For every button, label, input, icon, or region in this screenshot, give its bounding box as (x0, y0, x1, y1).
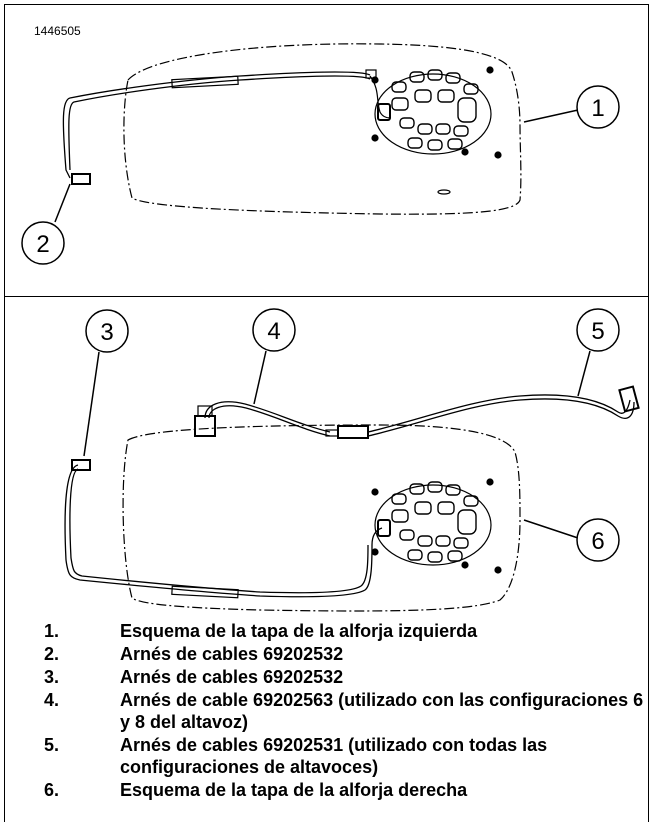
figure-id: 1446505 (34, 24, 81, 38)
legend: 1. Esquema de la tapa de la alforja izqu… (44, 620, 644, 802)
legend-number: 4. (44, 690, 60, 710)
callout-3 (83, 309, 129, 457)
figure-frame (4, 4, 649, 822)
legend-item: 3. Arnés de cables 69202532 (44, 666, 644, 688)
callout-4-label: 4 (267, 318, 280, 345)
callout-3-label: 3 (100, 319, 113, 346)
callout-1-label: 1 (591, 95, 604, 122)
right-saddlebag-lid (64, 385, 640, 612)
section-divider (4, 296, 649, 297)
callout-6-label: 6 (591, 528, 604, 555)
legend-text: Arnés de cables 69202532 (120, 644, 344, 664)
legend-number: 6. (44, 780, 60, 800)
legend-text: Arnés de cables 69202531 (utilizado con … (120, 735, 548, 777)
legend-item: 4. Arnés de cable 69202563 (utilizado co… (44, 689, 644, 733)
callout-5-label: 5 (591, 318, 604, 345)
saddlebag-wiring-diagram: 1 2 (21, 43, 640, 612)
left-saddlebag-lid (62, 43, 522, 215)
callout-2-label: 2 (36, 231, 49, 258)
legend-text: Arnés de cable 69202563 (utilizado con l… (120, 690, 644, 732)
legend-number: 3. (44, 667, 60, 687)
callout-4 (252, 308, 296, 405)
callout-2 (21, 183, 71, 265)
legend-item: 6. Esquema de la tapa de la alforja dere… (44, 779, 644, 801)
legend-item: 5. Arnés de cables 69202531 (utilizado c… (44, 734, 644, 778)
legend-text: Esquema de la tapa de la alforja izquier… (120, 621, 478, 641)
callout-6 (523, 518, 620, 562)
legend-number: 1. (44, 621, 60, 641)
legend-number: 5. (44, 735, 60, 755)
legend-item: 2. Arnés de cables 69202532 (44, 643, 644, 665)
callout-1 (523, 85, 620, 129)
legend-text: Esquema de la tapa de la alforja derecha (120, 780, 468, 800)
callout-5 (576, 308, 620, 397)
legend-number: 2. (44, 644, 60, 664)
legend-item: 1. Esquema de la tapa de la alforja izqu… (44, 620, 644, 642)
legend-text: Arnés de cables 69202532 (120, 667, 344, 687)
